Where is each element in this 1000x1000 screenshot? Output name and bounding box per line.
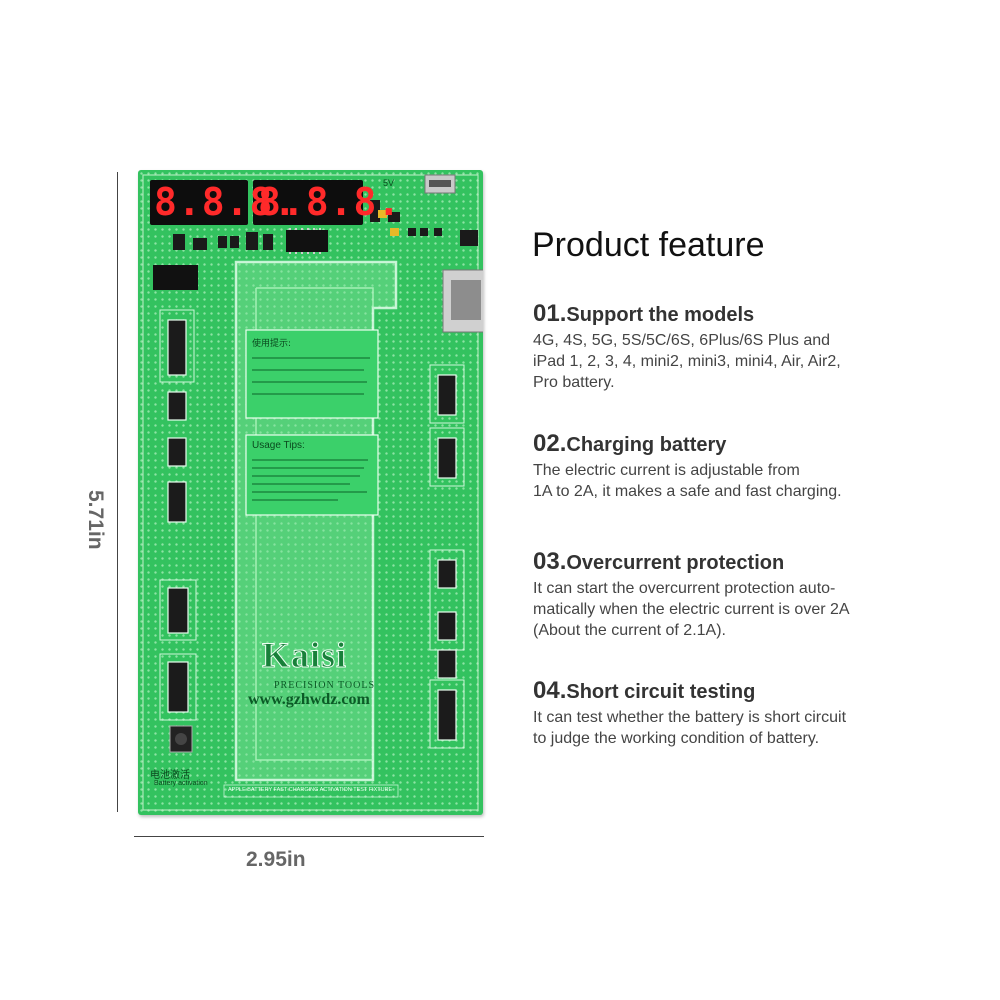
feature-description: It can test whether the battery is short… (533, 709, 847, 747)
activation-label-cn: 电池激活 (150, 770, 190, 781)
left-chip (153, 265, 198, 290)
port-5v-label: 5V (383, 178, 395, 188)
led-display-right-digits: 8.8.8. (258, 180, 402, 224)
width-label: 2.95in (246, 848, 306, 871)
activation-label-en: Battery activation (154, 780, 208, 787)
feature-4: 04.Short circuit testing It can test whe… (533, 677, 973, 749)
feature-number: 03. (533, 548, 567, 575)
feature-description: 4G, 4S, 5G, 5S/5C/6S, 6Plus/6S Plus and … (533, 332, 841, 391)
brand-website: www.gzhwdz.com (248, 691, 370, 708)
feature-1: 01.Support the models 4G, 4S, 5G, 5S/5C/… (533, 300, 973, 393)
feature-name: Short circuit testing (566, 681, 756, 703)
feature-name: Overcurrent protection (566, 552, 785, 574)
feature-number: 01. (533, 300, 567, 327)
brand-logo: Kaisi (261, 635, 348, 676)
height-label: 5.71in (84, 490, 107, 550)
feature-description: It can start the overcurrent protection … (533, 580, 850, 639)
usage-tips-panel (245, 434, 379, 516)
feature-2: 02.Charging battery The electric current… (533, 430, 973, 502)
height-dimension-line (117, 172, 118, 812)
width-dimension-line (134, 836, 484, 837)
usage-tips-title: Usage Tips: (252, 440, 305, 451)
feature-3: 03.Overcurrent protection It can start t… (533, 548, 973, 641)
battery-test-board: 8.8.8. 8.8.8. 5V 使用提示: Usage Tips: Kaisi… (138, 170, 483, 815)
feature-name: Charging battery (566, 434, 727, 456)
feature-description: The electric current is adjustable from … (533, 462, 842, 500)
feature-title: 04.Short circuit testing (533, 677, 973, 705)
led-display-left-digits: 8.8.8. (154, 180, 298, 224)
feature-name: Support the models (566, 304, 755, 326)
feature-title: 01.Support the models (533, 300, 973, 328)
feature-number: 02. (533, 430, 567, 457)
feature-title: 02.Charging battery (533, 430, 973, 458)
product-feature-heading: Product feature (532, 226, 765, 264)
brand-subtitle: PRECISION TOOLS (274, 680, 376, 691)
cn-usage-panel (245, 329, 379, 419)
feature-title: 03.Overcurrent protection (533, 548, 973, 576)
main-chip (286, 230, 328, 252)
fixture-label: APPLE BATTERY FAST CHARGING ACTIVATION T… (228, 787, 393, 793)
cn-usage-title: 使用提示: (252, 339, 292, 349)
led-display-left (150, 180, 363, 225)
board-artwork (142, 174, 483, 811)
battery-connectors (167, 319, 457, 741)
feature-number: 04. (533, 677, 567, 704)
